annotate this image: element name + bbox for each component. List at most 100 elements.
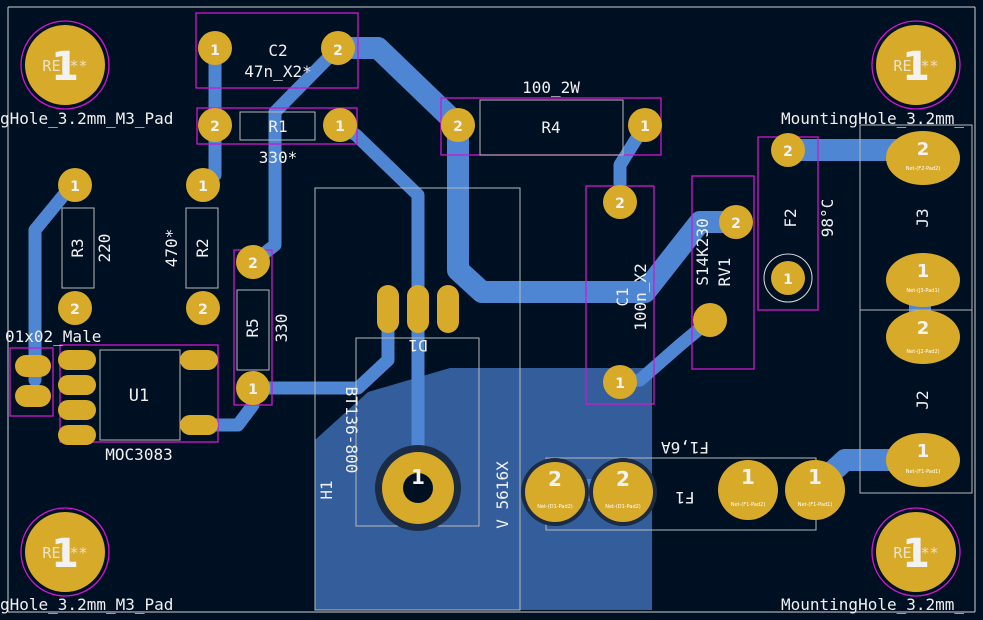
svg-text:1: 1 [808,465,822,489]
svg-text:R5: R5 [243,318,262,337]
svg-text:2: 2 [731,216,741,232]
svg-text:2: 2 [917,139,930,160]
svg-text:REF**: REF** [893,544,938,562]
svg-text:Net-(F1-Pad1): Net-(F1-Pad1) [906,469,941,475]
svg-text:R2: R2 [193,238,212,257]
d1-pads [377,285,459,333]
mounting-hole-bottom-left: 1 REF** [20,507,110,597]
svg-text:1: 1 [783,272,793,288]
svg-text:100_2W: 100_2W [522,78,580,97]
pad-r1-2[interactable]: 2 [198,108,232,142]
silkscreen-labels: C2 47n_X2* R1 330* 100_2W R4 R3 220 R2 4… [0,41,964,614]
svg-text:2: 2 [615,196,625,212]
svg-text:1: 1 [210,43,220,59]
svg-text:F2: F2 [781,208,800,227]
pad-r4-2[interactable]: 2 [441,108,475,142]
pad-r4-1[interactable]: 1 [628,108,662,142]
mounting-hole-top-left: 1 REF** [20,20,110,110]
svg-text:2: 2 [783,144,793,160]
svg-text:47n_X2*: 47n_X2* [244,62,311,81]
svg-text:2: 2 [248,256,258,272]
svg-text:Net-(J3-Pad1): Net-(J3-Pad1) [906,288,939,294]
svg-text:100n_X2: 100n_X2 [631,263,650,330]
svg-text:D1: D1 [408,336,427,355]
svg-text:H1: H1 [317,480,336,499]
svg-text:MountingHole_3.2mm_: MountingHole_3.2mm_ [781,109,964,128]
svg-text:Net-(F1-Pad2): Net-(F1-Pad2) [731,502,766,508]
svg-text:Net-(F2-Pad2): Net-(F2-Pad2) [906,166,941,172]
pad-r3-2[interactable]: 2 [58,291,92,325]
svg-text:2: 2 [616,467,630,491]
svg-text:V 5616X: V 5616X [493,461,512,529]
svg-text:1: 1 [411,465,425,489]
heatsink-pad[interactable]: 1 [375,445,461,531]
pad-c1-1[interactable]: 1 [603,365,637,399]
svg-text:REF**: REF** [42,57,87,75]
svg-text:RV1: RV1 [715,258,734,287]
fab-outlines [61,99,973,611]
svg-text:C1: C1 [613,287,632,306]
svg-text:1: 1 [51,531,79,577]
j2-pads[interactable]: 2 Net-(J2-Pad2) 1 Net-(F1-Pad1) [886,310,960,487]
svg-text:F1: F1 [675,488,694,507]
pad-r1-1[interactable]: 1 [323,108,357,142]
svg-text:2: 2 [917,318,930,339]
svg-text:01x02_Male: 01x02_Male [5,327,101,346]
pad-rv1-1[interactable] [693,303,727,337]
j3-pads[interactable]: 2 Net-(F2-Pad2) 1 Net-(J3-Pad1) [886,131,960,307]
svg-text:1: 1 [335,119,345,135]
pad-c2-1[interactable]: 1 [198,31,232,65]
pad-r5-2[interactable]: 2 [236,245,270,279]
svg-text:1: 1 [741,465,755,489]
svg-text:MOC3083: MOC3083 [105,445,172,464]
svg-text:BT136-800: BT136-800 [342,387,361,474]
pad-f2-1[interactable]: 1 [763,253,813,303]
svg-text:1: 1 [615,376,625,392]
pad-r3-1[interactable]: 1 [58,168,92,202]
svg-text:Net-(D1-Pad2): Net-(D1-Pad2) [605,504,641,510]
svg-text:1: 1 [51,44,79,90]
mounting-hole-bottom-right: 1 REF** [871,507,961,597]
pad-r5-1[interactable]: 1 [236,371,270,405]
pad-r2-2[interactable]: 2 [186,291,220,325]
svg-text:R1: R1 [268,117,287,136]
svg-text:1: 1 [198,179,208,195]
svg-text:1: 1 [917,261,930,282]
svg-text:C2: C2 [268,41,287,60]
svg-text:1: 1 [70,179,80,195]
svg-text:S14K230: S14K230 [693,218,712,285]
pad-r2-1[interactable]: 1 [186,168,220,202]
copper-zone [315,368,652,610]
u1-pads [58,350,218,445]
mounting-hole-top-right: 1 REF** [871,20,961,110]
pad-c1-2[interactable]: 2 [603,185,637,219]
svg-text:1: 1 [917,441,930,462]
svg-text:220: 220 [95,234,114,263]
svg-text:REF**: REF** [42,544,87,562]
svg-text:470*: 470* [162,229,181,268]
svg-text:2: 2 [70,302,80,318]
svg-text:2: 2 [198,302,208,318]
svg-text:J3: J3 [913,208,932,227]
svg-text:1: 1 [902,44,930,90]
svg-text:J2: J2 [913,390,932,409]
svg-text:gHole_3.2mm_M3_Pad: gHole_3.2mm_M3_Pad [0,595,173,614]
svg-text:MountingHole_3.2mm_: MountingHole_3.2mm_ [781,595,964,614]
pad-f2-2[interactable]: 2 [771,133,805,167]
pad-c2-2[interactable]: 2 [321,31,355,65]
svg-text:F1,6A: F1,6A [661,438,710,457]
svg-text:Net-(F1-Pad1): Net-(F1-Pad1) [798,502,833,508]
board-edge [7,6,976,613]
svg-text:REF**: REF** [893,57,938,75]
tht-pads: 1 2 2 1 2 1 1 2 1 2 2 1 2 1 2 2 1 [58,31,813,405]
svg-text:2: 2 [333,43,343,59]
svg-text:gHole_3.2mm_M3_Pad: gHole_3.2mm_M3_Pad [0,109,173,128]
f1-pads[interactable]: 2 Net-(D1-Pad2) 2 Net-(D1-Pad2) 1 Net-(F… [521,458,845,526]
svg-text:R4: R4 [541,118,560,137]
svg-text:2: 2 [210,119,220,135]
svg-text:98°C: 98°C [818,199,837,238]
svg-text:1: 1 [248,382,258,398]
pad-rv1-2[interactable]: 2 [719,205,753,239]
svg-text:R3: R3 [68,238,87,257]
